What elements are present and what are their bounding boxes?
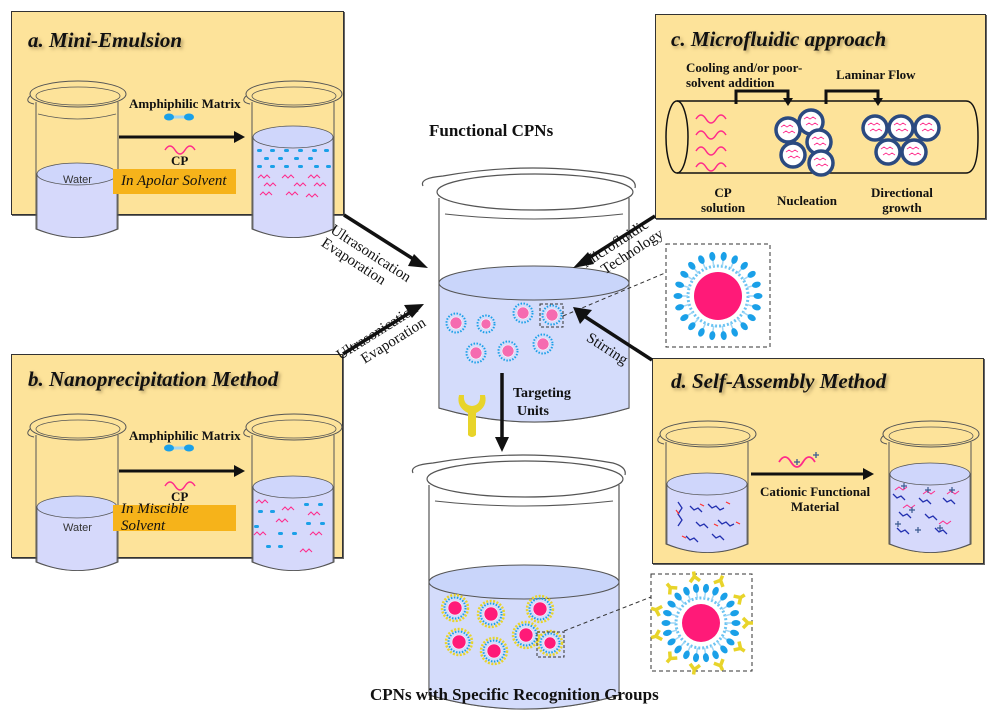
center-title: Functional CPNs [429, 121, 554, 140]
step2-label: Laminar Flow [836, 67, 916, 82]
water-label: Water [63, 174, 92, 186]
panel-microfluidic: c. Microfluidic approach Cooling and/or … [655, 14, 986, 219]
arrow-targeting-down [495, 373, 509, 452]
zoom-selection-box [539, 303, 564, 328]
panel-self-assembly: d. Self-Assembly Method [652, 358, 984, 564]
cpn-particle [479, 636, 509, 666]
step1-label: Cooling and/or poor- solvent addition [686, 60, 803, 90]
panel-b-title: b. Nanoprecipitation Method [28, 367, 279, 391]
cpn-particle [465, 342, 487, 364]
cationic-material-label: Cationic Functional Material [760, 484, 871, 514]
matrix-label: Amphiphilic Matrix [129, 96, 241, 111]
solvent-label: In Apolar Solvent [113, 169, 236, 194]
process-arrow-b [119, 465, 245, 477]
beaker-result-b [243, 413, 343, 571]
recognition-cpn-detail [650, 571, 753, 675]
panel-d-title: d. Self-Assembly Method [671, 369, 887, 393]
panel-b-art [27, 413, 343, 571]
cp-label: CP [171, 489, 189, 504]
arrow-from-c [573, 214, 656, 268]
beaker-functional-cpns [421, 167, 636, 423]
beaker-water-a [27, 80, 343, 238]
targeting-units-label: Targeting Units [513, 386, 571, 419]
flow-arrow-1 [734, 89, 790, 104]
arrow-from-d [573, 307, 653, 362]
nucleation-droplets [774, 108, 835, 177]
cpn-particle [476, 314, 496, 334]
cpn-particle [476, 599, 506, 629]
cp-label: CP [171, 153, 189, 168]
cpn-particle [536, 629, 564, 657]
matrix-label: Amphiphilic Matrix [129, 428, 241, 443]
beaker-icon [27, 80, 127, 238]
arrow-from-a [343, 213, 428, 268]
panel-c-title: c. Microfluidic approach [671, 27, 887, 51]
cpn-particle [541, 304, 563, 326]
beaker-recognition-cpns [411, 454, 626, 710]
cpn-particle [440, 593, 470, 623]
panel-a-title: a. Mini-Emulsion [28, 28, 183, 52]
functional-cpn-particles [445, 302, 563, 364]
microfluidic-tube [665, 89, 979, 177]
cpn-particle [525, 594, 555, 624]
beaker-water-b [27, 413, 127, 571]
stage-directional-growth: Directional growth [871, 185, 933, 215]
panel-d-art [657, 420, 980, 553]
stage-cp-solution: CP solution [701, 185, 746, 215]
cp-wave-icon [164, 145, 196, 155]
cationic-material-icon [778, 452, 819, 468]
cpn-particle [445, 312, 467, 334]
solvent-label: In Miscible Solvent [113, 501, 236, 534]
beaker-cp-d [657, 420, 757, 553]
cpn-detail [673, 251, 763, 341]
cpn-particle [532, 333, 554, 355]
beaker-result-a [243, 80, 343, 238]
arrow-from-b [342, 304, 424, 356]
amphiphilic-matrix-icon [164, 444, 194, 452]
stage-nucleation: Nucleation [777, 193, 837, 208]
cp-solution-waves [695, 114, 727, 172]
cpn-particle [512, 302, 534, 324]
water-label: Water [63, 522, 92, 534]
process-arrow-a [119, 131, 245, 143]
panel-nanoprecipitation: b. Nanoprecipitation Method [11, 354, 343, 571]
panel-mini-emulsion: a. Mini-Emulsion [11, 11, 344, 238]
cpn-particle [497, 340, 519, 362]
cp-wave-icon [164, 481, 196, 491]
zoom-leader-line-2 [563, 596, 652, 632]
beaker-result-d [880, 420, 980, 553]
amphiphilic-matrix-icon [164, 113, 194, 121]
growth-droplets [861, 114, 941, 166]
flow-arrow-2 [824, 89, 880, 104]
targeting-unit-icon [458, 395, 486, 437]
cpn-particle [444, 627, 474, 657]
zoom-selection-box-2 [536, 631, 565, 658]
process-arrow-d [751, 468, 874, 480]
zoom-leader-line [562, 272, 666, 317]
bottom-title: CPNs with Specific Recognition Groups [370, 685, 659, 704]
